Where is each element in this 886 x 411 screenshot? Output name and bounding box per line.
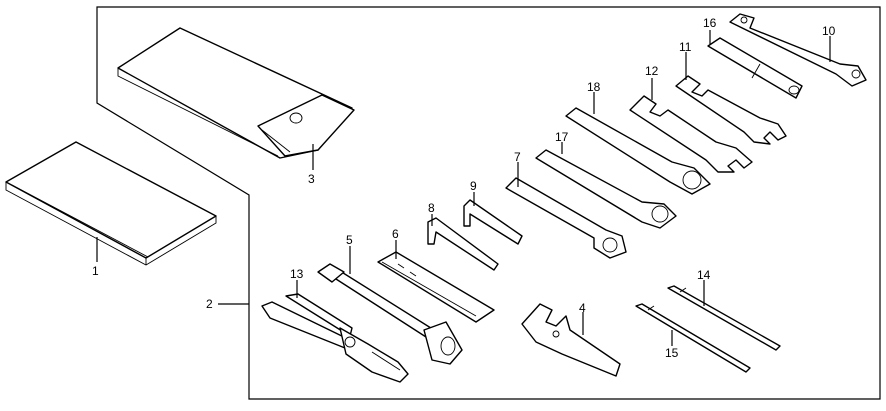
callout-5: 5 (346, 233, 353, 247)
callout-4: 4 (579, 301, 586, 315)
callout-16: 16 (703, 16, 717, 30)
callout-18: 18 (587, 80, 601, 94)
owners-manual-part[interactable] (5, 141, 217, 266)
callout-8: 8 (428, 201, 435, 215)
wrench-handle-part[interactable] (377, 251, 495, 323)
box-end-wrench-18-part[interactable] (565, 107, 711, 195)
pin-spanner-part[interactable] (521, 303, 621, 377)
box-end-wrench-7-part[interactable] (505, 177, 627, 259)
callout-17: 17 (555, 130, 569, 144)
spark-plug-socket-wrench-part[interactable] (317, 263, 463, 365)
open-end-wrench-12-part[interactable] (629, 95, 753, 173)
combination-wrench-part[interactable] (729, 13, 867, 87)
callout-14: 14 (697, 268, 711, 282)
callout-13: 13 (290, 267, 304, 281)
callout-1: 1 (92, 264, 99, 278)
box-end-wrench-17-part[interactable] (535, 149, 677, 229)
callout-9: 9 (470, 179, 477, 193)
callout-12: 12 (645, 64, 659, 78)
open-end-wrench-11-part[interactable] (675, 75, 787, 145)
callout-3: 3 (308, 172, 315, 186)
callout-7: 7 (514, 150, 521, 164)
tool-kit-boundary (96, 6, 881, 400)
callout-2: 2 (206, 297, 213, 311)
screwdriver-15-part[interactable] (635, 303, 751, 373)
callout-11: 11 (679, 40, 692, 54)
callout-15: 15 (665, 346, 679, 360)
hex-wrench-8-part[interactable] (427, 217, 499, 271)
pliers-part[interactable] (261, 293, 409, 383)
tool-bag-part[interactable] (117, 27, 355, 159)
screwdriver-14-part[interactable] (667, 285, 781, 351)
leader-lines (96, 30, 831, 346)
screwdriver-grip-part[interactable] (707, 37, 803, 99)
callout-6: 6 (392, 227, 399, 241)
hex-wrench-9-part[interactable] (463, 199, 523, 245)
callout-10: 10 (822, 24, 836, 38)
